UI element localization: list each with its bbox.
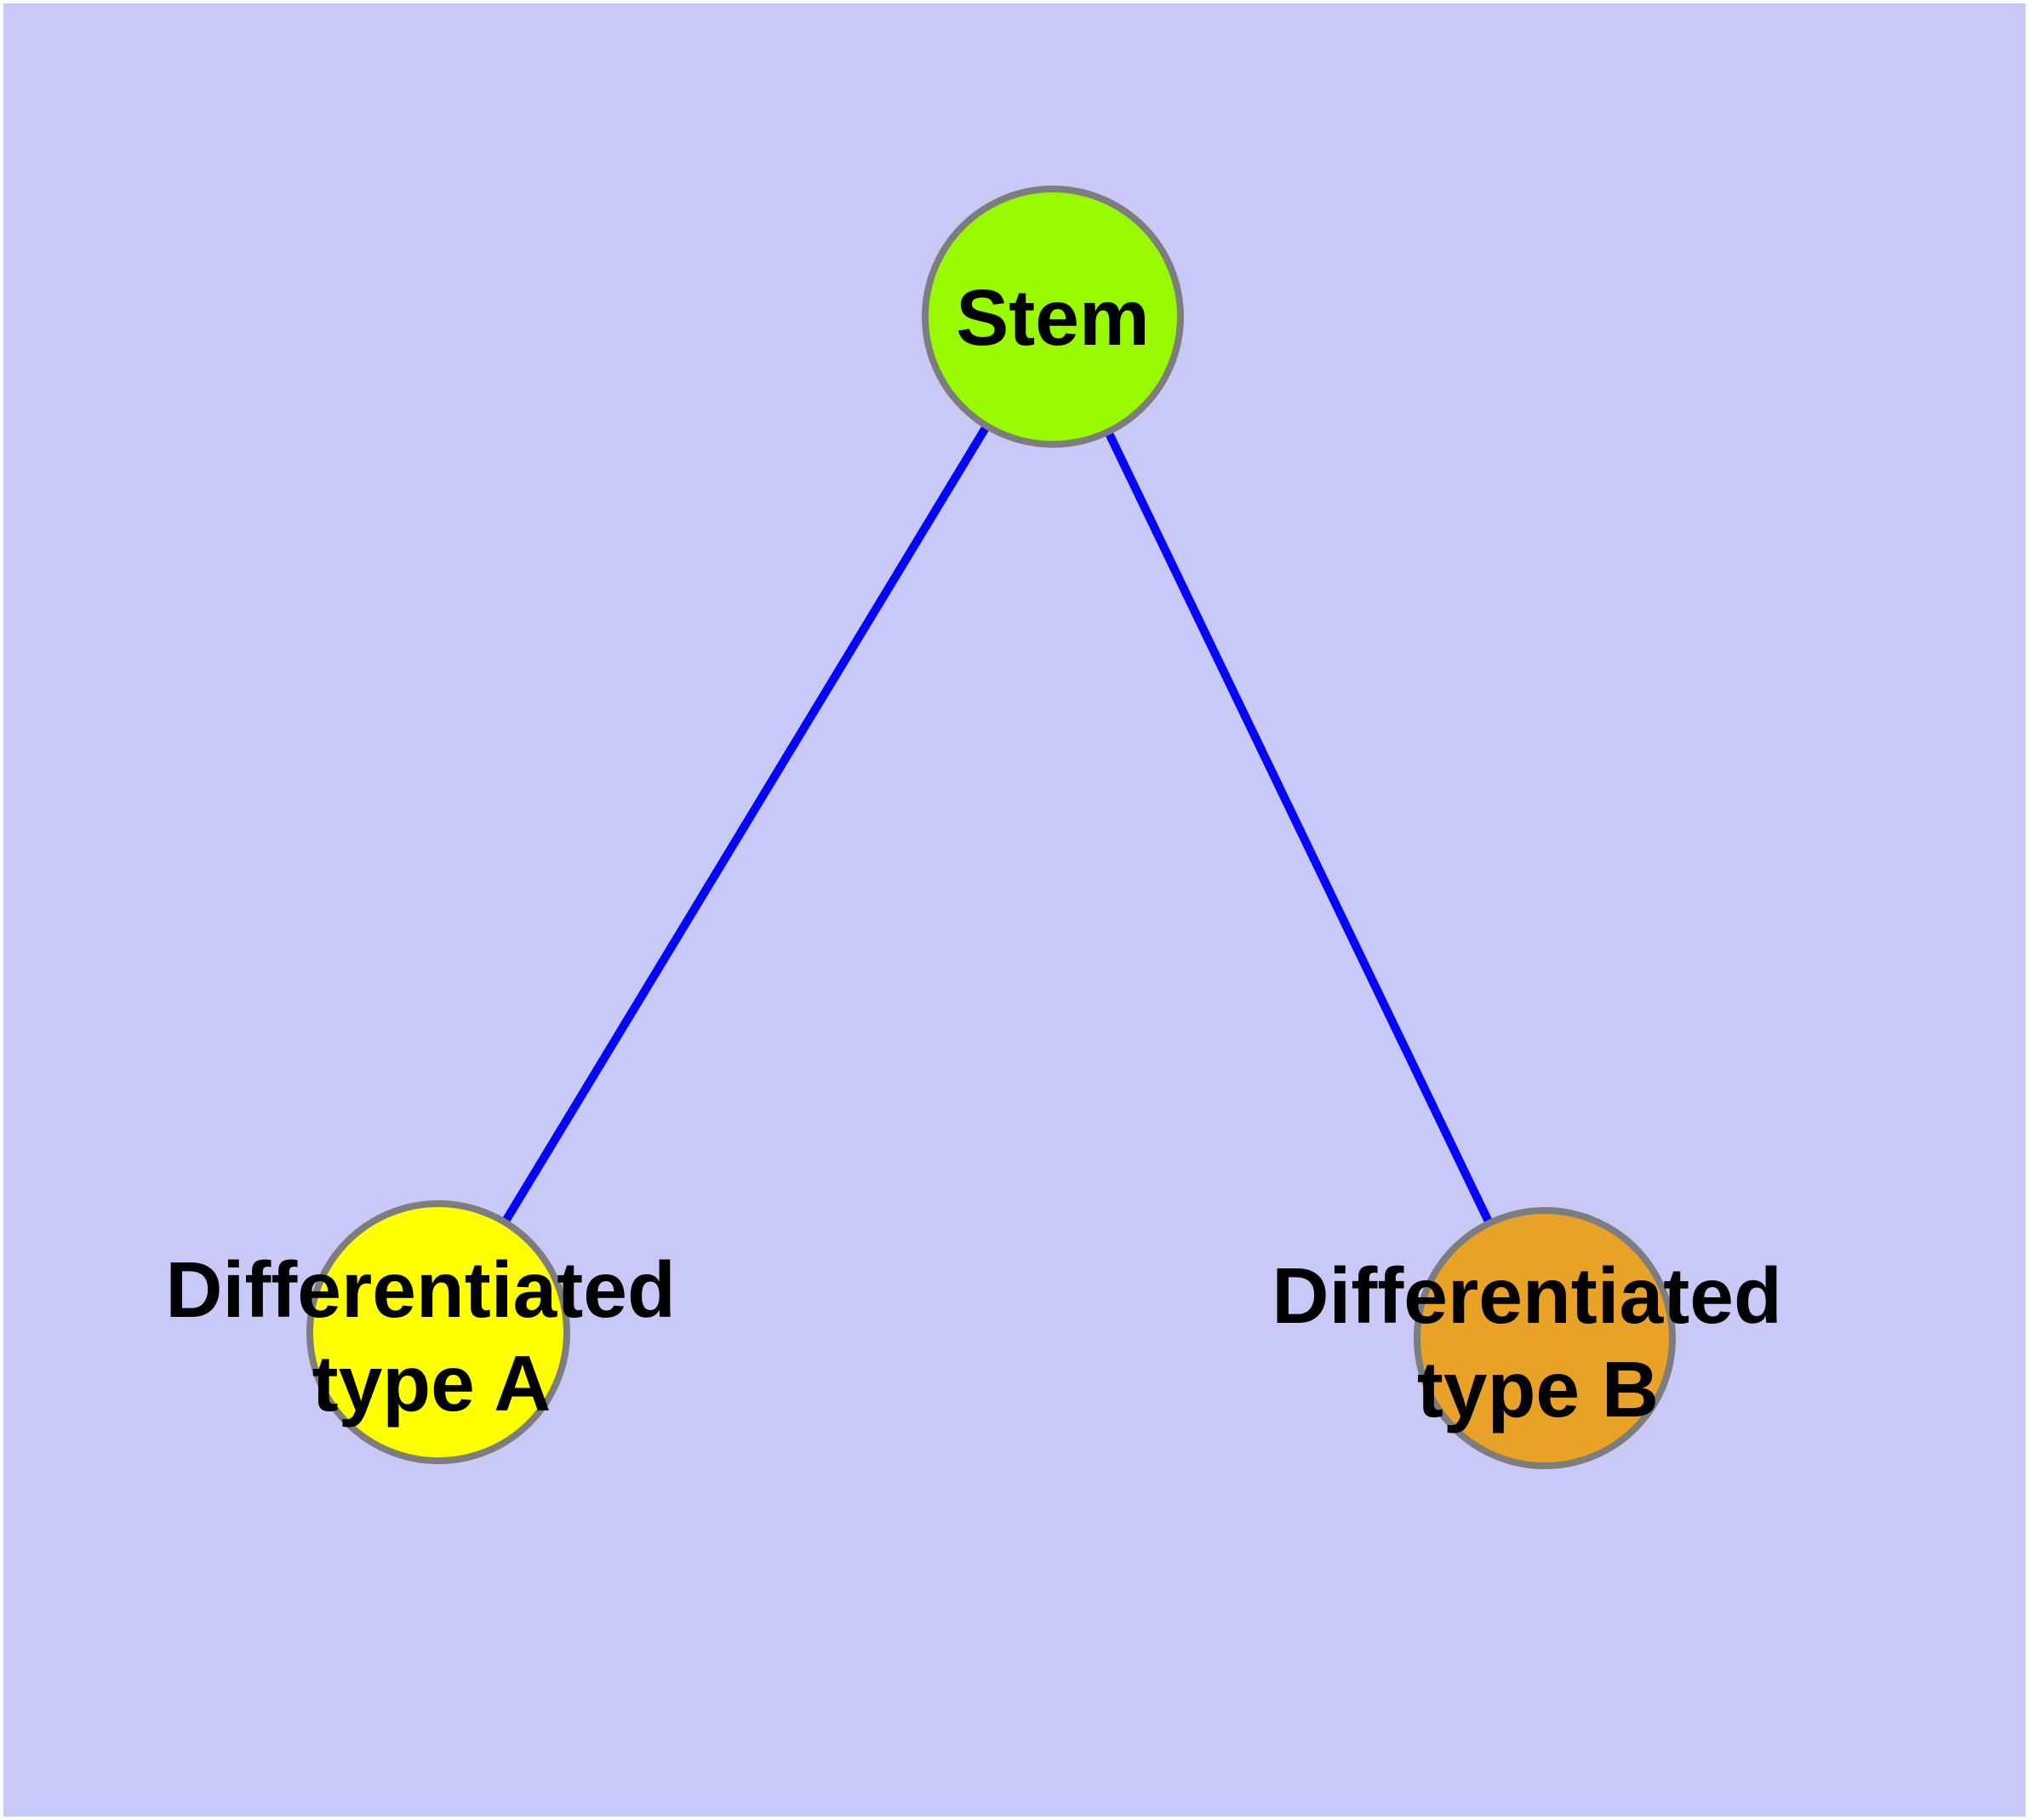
- edge-stem-to-type-b: [1049, 314, 1549, 1341]
- node-differentiated-type-b-circle: [1414, 1207, 1676, 1469]
- node-differentiated-type-a-label: Differentiated type A: [165, 1245, 697, 1428]
- node-differentiated-type-a-label-line2: type A: [312, 1339, 552, 1428]
- node-differentiated-type-a-circle: [306, 1200, 570, 1464]
- edge-stem-to-type-a: [434, 314, 1057, 1335]
- node-stem-label: Stem: [956, 273, 1149, 362]
- node-differentiated-type-b-label-line2: type B: [1417, 1345, 1659, 1434]
- node-stem-label-line: Stem: [956, 273, 1149, 362]
- node-differentiated-type-a-label-line1: Differentiated: [165, 1245, 675, 1334]
- node-stem-circle: [922, 186, 1184, 448]
- node-differentiated-type-b-label-line1: Differentiated: [1272, 1251, 1781, 1340]
- node-differentiated-type-b-label: Differentiated type B: [1272, 1251, 1803, 1434]
